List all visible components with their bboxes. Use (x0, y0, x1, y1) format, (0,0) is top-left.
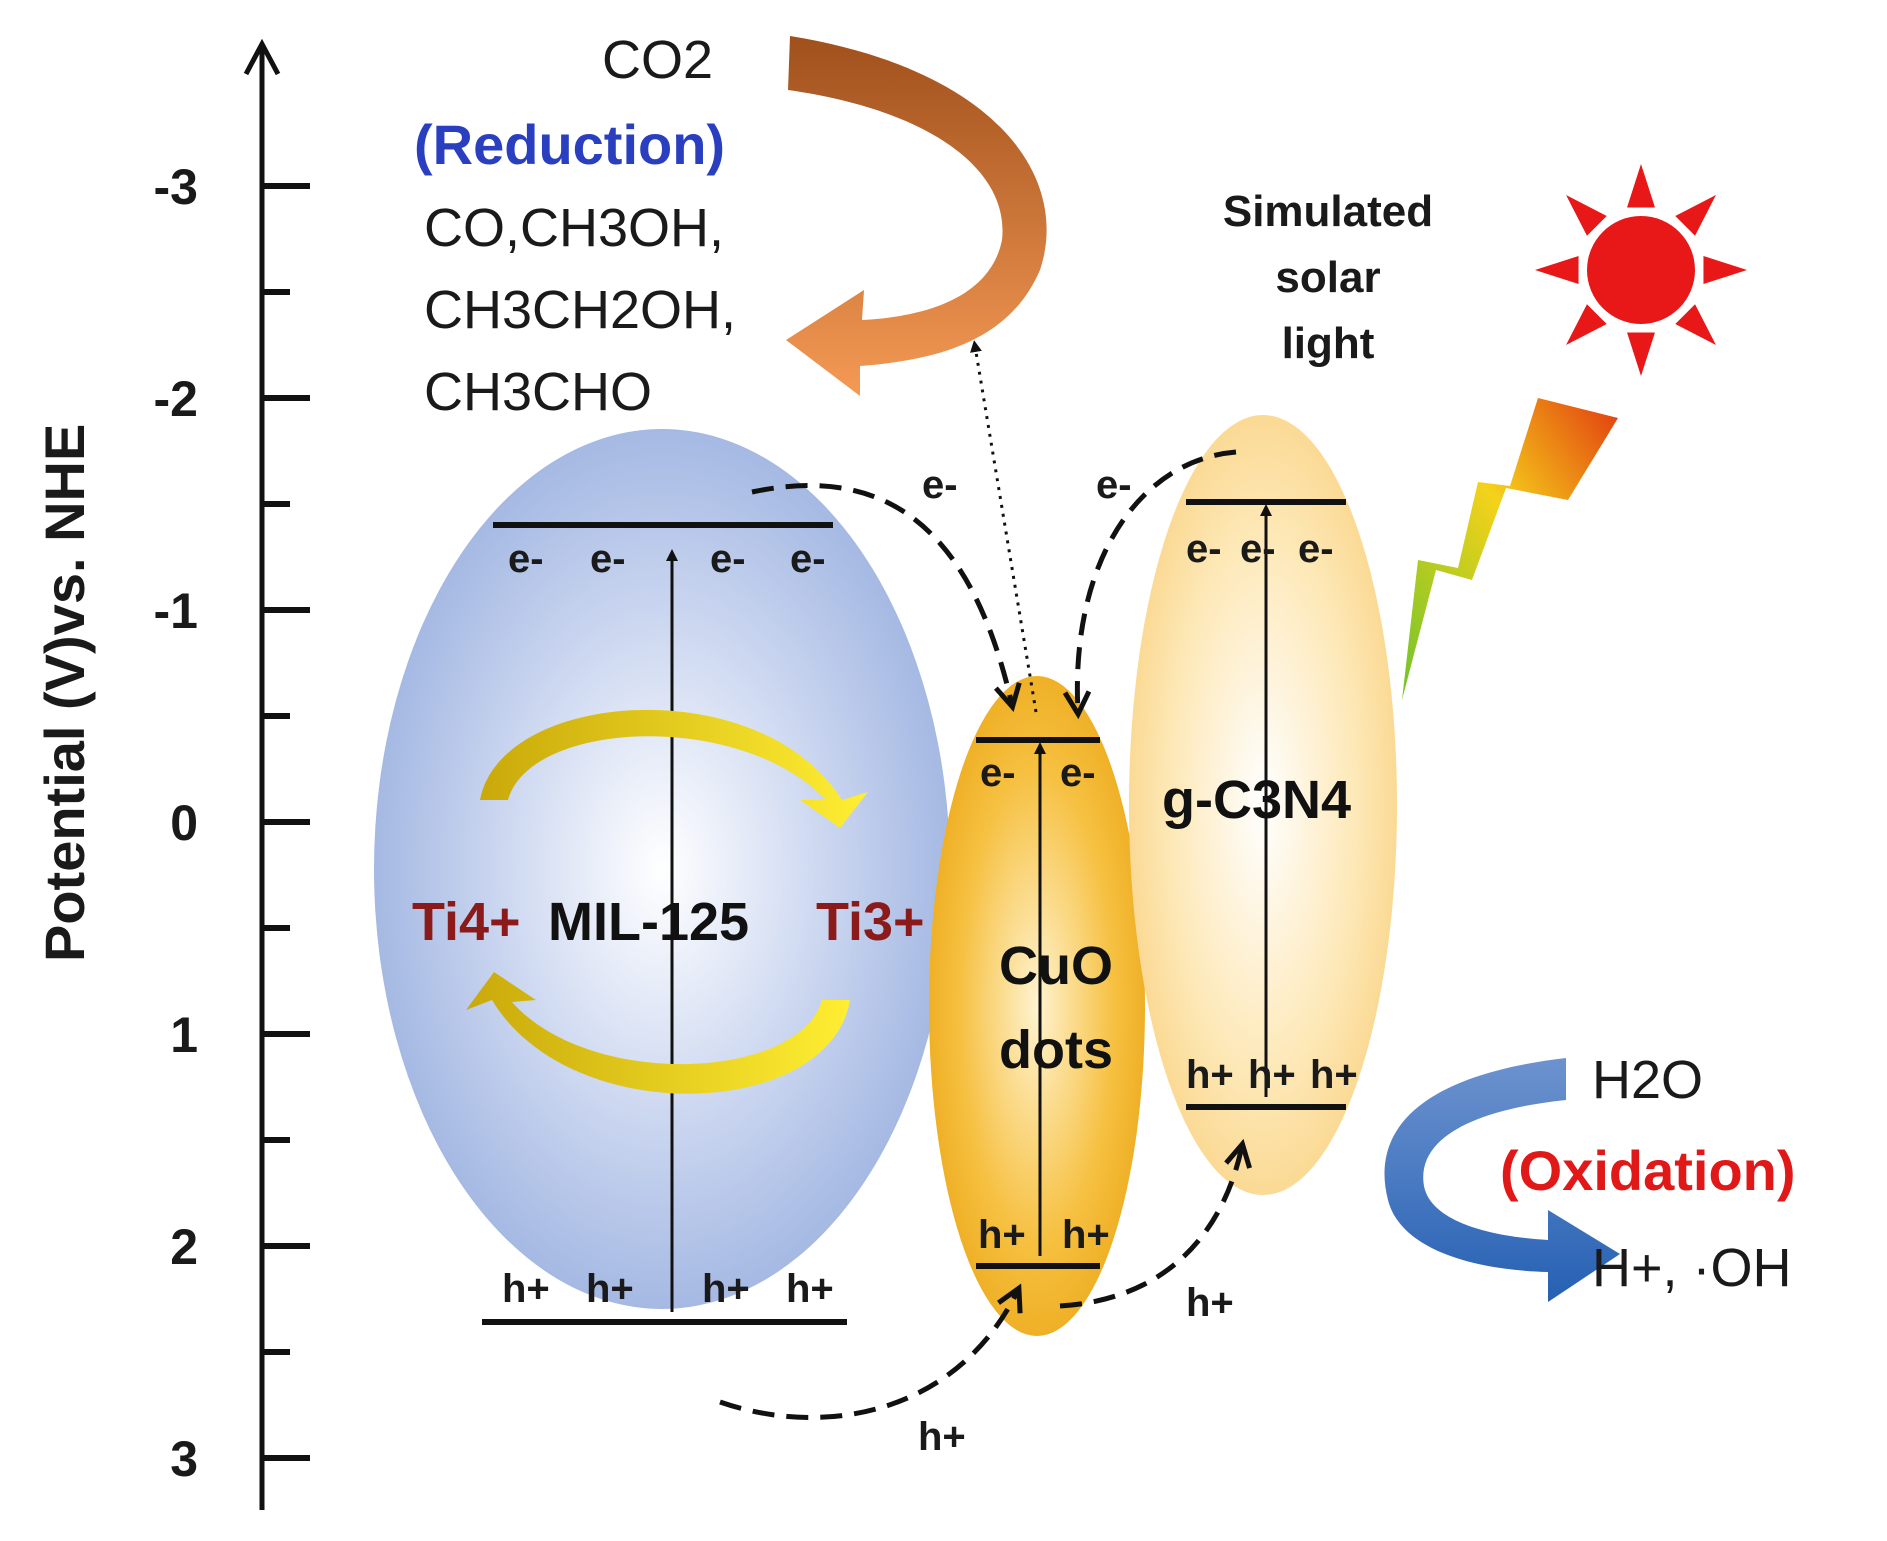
electron-label: e- (710, 537, 746, 581)
sun-ray (1703, 256, 1747, 284)
axis-arrowhead (243, 38, 281, 76)
tick-label: 0 (170, 795, 198, 851)
sun-ray (1566, 304, 1607, 345)
electron-label: e- (508, 537, 544, 581)
reduction-arrow (786, 36, 1047, 396)
sun-icon (1535, 164, 1747, 376)
gc3n4-band: e- e- e- h+ h+ h+ g-C3N4 (1129, 415, 1397, 1195)
cuo-label-line2: dots (999, 1020, 1113, 1080)
electron-transfer-gcn-to-cuo (1062, 449, 1237, 720)
oxidation-group: H2O (Oxidation) H+, ·OH (1384, 1050, 1796, 1302)
reduction-product-3: CH3CHO (424, 362, 652, 422)
gc3n4-ellipse (1129, 415, 1397, 1195)
gc3n4-label: g-C3N4 (1162, 770, 1351, 830)
mil125-ellipse (374, 429, 950, 1309)
cuo-band: e- e- h+ h+ CuO dots (929, 676, 1145, 1336)
sun-ray (1675, 304, 1716, 345)
sun-ray (1535, 256, 1579, 284)
hole-transfer-cuo-to-gcn (1059, 1138, 1252, 1309)
oxidation-products: H+, ·OH (1592, 1238, 1792, 1298)
electron-label: e- (1298, 527, 1334, 571)
transfer-electron-label: e- (922, 463, 958, 507)
sun-ray (1627, 332, 1655, 376)
light-label-line3: light (1282, 319, 1375, 368)
electron-label: e- (790, 537, 826, 581)
electron-label: e- (590, 537, 626, 581)
reduction-product-2: CH3CH2OH, (424, 280, 736, 340)
tick-label: -3 (154, 159, 198, 215)
mil125-band: e- e- e- e- h+ h+ h+ h+ Ti4+ MIL-125 Ti3… (374, 429, 950, 1325)
electron-label: e- (1186, 527, 1222, 571)
ti-cycle-arrow-bottom (466, 972, 850, 1094)
axis-ticks: -3 -2 -1 0 1 2 3 (154, 159, 310, 1487)
tick-label: 1 (170, 1007, 198, 1063)
hole-label: h+ (502, 1267, 550, 1311)
transfer-hole-label: h+ (918, 1415, 966, 1459)
charge-transfer-arrows: e- e- h+ h+ (719, 340, 1252, 1459)
oxidation-title: (Oxidation) (1500, 1139, 1796, 1202)
axis-title: Potential (V)vs. NHE (33, 424, 96, 962)
tick-label: 2 (170, 1219, 198, 1275)
electron-to-co2-dotted (970, 340, 1038, 713)
ti3-label: Ti3+ (816, 892, 925, 952)
sun-disc (1587, 216, 1695, 324)
oxidation-arrow (1384, 1058, 1620, 1302)
co2-reactant: CO2 (602, 30, 713, 90)
mil125-label-group: Ti4+ MIL-125 Ti3+ (412, 892, 925, 952)
reduction-product-1: CO,CH3OH, (424, 198, 724, 258)
electron-label: e- (980, 751, 1016, 795)
hole-label: h+ (978, 1213, 1026, 1257)
hole-transfer-mil-to-cuo (719, 1283, 1023, 1420)
cuo-label-line1: CuO (999, 936, 1113, 996)
transfer-electron-label: e- (1096, 463, 1132, 507)
cuo-ellipse (929, 676, 1145, 1336)
hole-label: h+ (1062, 1213, 1110, 1257)
electron-label: e- (1060, 751, 1096, 795)
h2o-reactant: H2O (1592, 1050, 1703, 1110)
reduction-title: (Reduction) (414, 113, 725, 176)
sun-ray (1627, 164, 1655, 208)
hole-label: h+ (1310, 1053, 1358, 1097)
hole-label: h+ (1248, 1053, 1296, 1097)
lightning-bolt-icon (1402, 398, 1618, 700)
transfer-hole-label: h+ (1186, 1281, 1234, 1325)
mil125-holes: h+ h+ h+ h+ (502, 1267, 834, 1311)
hole-label: h+ (586, 1267, 634, 1311)
ti4-label: Ti4+ (412, 892, 521, 952)
mil125-electrons: e- e- e- e- (508, 537, 826, 581)
light-label-line2: solar (1275, 253, 1380, 302)
hole-label: h+ (1186, 1053, 1234, 1097)
potential-axis: -3 -2 -1 0 1 2 3 Potential (V)vs. NHE (33, 38, 310, 1510)
sun-ray (1675, 195, 1716, 236)
tick-label: -2 (154, 371, 198, 427)
sun-ray (1566, 195, 1607, 236)
electron-transfer-mil-to-cuo (751, 483, 1022, 713)
reduction-group: CO2 (Reduction) CO,CH3OH, CH3CH2OH, CH3C… (414, 30, 1047, 422)
light-label-line1: Simulated (1223, 187, 1433, 236)
mil125-label: MIL-125 (548, 892, 749, 952)
ti-cycle-arrow-top (480, 709, 868, 828)
hole-label: h+ (786, 1267, 834, 1311)
tick-label: -1 (154, 583, 198, 639)
electron-label: e- (1240, 527, 1276, 571)
hole-label: h+ (702, 1267, 750, 1311)
tick-label: 3 (170, 1431, 198, 1487)
light-source: Simulated solar light (1223, 164, 1747, 700)
ti-cycle-arrows (466, 709, 868, 1094)
